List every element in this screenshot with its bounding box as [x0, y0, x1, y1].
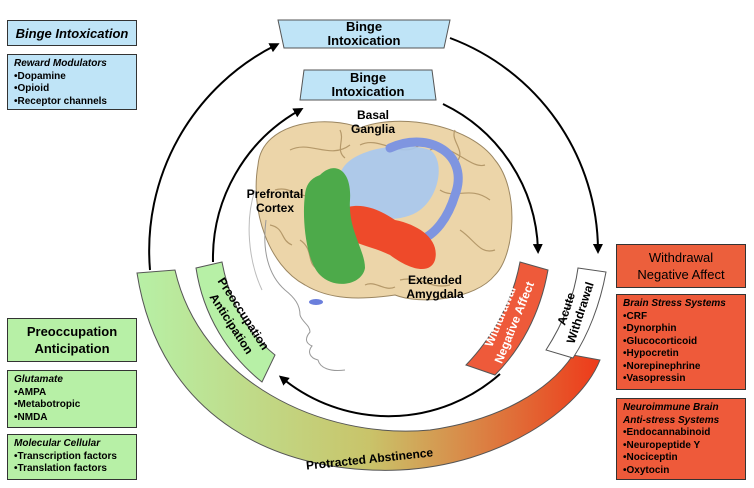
- brain-stress-systems-box: Brain Stress Systems CRF Dynorphin Gluco…: [616, 294, 746, 390]
- list-item: Receptor channels: [14, 96, 130, 109]
- binge-intoxication-title: Binge Intoxication: [15, 25, 129, 41]
- list-item: Metabotropic: [14, 399, 130, 412]
- list-item: Nociceptin: [623, 452, 739, 465]
- brain-stress-systems-header: Brain Stress Systems: [623, 298, 726, 309]
- glutamate-header: Glutamate: [14, 374, 63, 385]
- glutamate-box: Glutamate AMPA Metabotropic NMDA: [7, 370, 137, 428]
- neuroimmune-box: Neuroimmune Brain Anti-stress Systems En…: [616, 398, 746, 480]
- outer-cycle-arrow-right: [449, 37, 603, 254]
- outer-binge-label-1: Binge: [346, 19, 382, 34]
- list-item: Transcription factors: [14, 451, 130, 464]
- extended-amygdala-label-1: Extended: [408, 273, 462, 287]
- inner-binge-label-1: Binge: [350, 70, 386, 85]
- molecular-cellular-header: Molecular Cellular: [14, 438, 101, 449]
- outer-binge-band: [277, 19, 451, 49]
- list-item: Vasopressin: [623, 373, 739, 386]
- inner-binge-band: [299, 69, 437, 101]
- list-item: AMPA: [14, 387, 130, 400]
- inner-cycle-arrow-top: [211, 108, 304, 263]
- list-item: Dopamine: [14, 71, 130, 84]
- reward-modulators-header: Reward Modulators: [14, 58, 107, 69]
- binge-intoxication-title-box: Binge Intoxication: [7, 20, 137, 46]
- withdrawal-negative-affect-title-box: Withdrawal Negative Affect: [616, 244, 746, 288]
- list-item: Opioid: [14, 83, 130, 96]
- withdrawal-title-line2: Negative Affect: [637, 267, 725, 282]
- prefrontal-cortex-label-2: Cortex: [256, 201, 294, 215]
- withdrawal-title-line1: Withdrawal: [648, 250, 714, 265]
- molecular-cellular-box: Molecular Cellular Transcription factors…: [7, 434, 137, 480]
- list-item: Hypocretin: [623, 348, 739, 361]
- extended-amygdala-label-2: Amygdala: [406, 287, 464, 301]
- list-item: NMDA: [14, 412, 130, 425]
- list-item: Glucocorticoid: [623, 336, 739, 349]
- inner-binge-label-2: Intoxication: [332, 84, 405, 99]
- list-item: Endocannabinoid: [623, 427, 739, 440]
- neuroimmune-header-line2: Anti-stress Systems: [623, 414, 720, 426]
- list-item: Oxytocin: [623, 465, 739, 478]
- basal-ganglia-label-2: Ganglia: [351, 122, 395, 136]
- list-item: Neuropeptide Y: [623, 440, 739, 453]
- basal-ganglia-label-1: Basal: [357, 108, 389, 122]
- prefrontal-cortex-label-1: Prefrontal: [247, 187, 304, 201]
- outer-binge-label-2: Intoxication: [328, 33, 401, 48]
- reward-modulators-box: Reward Modulators Dopamine Opioid Recept…: [7, 54, 137, 110]
- inner-cycle-arrow-right: [442, 103, 543, 254]
- preoccupation-title-line2: Anticipation: [34, 341, 110, 356]
- list-item: CRF: [623, 311, 739, 324]
- protracted-abstinence-band: [136, 269, 601, 471]
- preoccupation-title-line1: Preoccupation: [26, 324, 118, 339]
- inner-withdrawal-band: [465, 261, 549, 376]
- preoccupation-anticipation-title-box: Preoccupation Anticipation: [7, 318, 137, 362]
- outer-cycle-arrow-top: [148, 43, 280, 271]
- brain-illustration: [248, 120, 513, 371]
- list-item: Translation factors: [14, 463, 130, 476]
- outer-acute-withdrawal-band: [545, 267, 607, 359]
- inner-cycle-arrow-bottom: [278, 373, 501, 418]
- neuroimmune-header-line1: Neuroimmune Brain: [623, 402, 719, 413]
- list-item: Dynorphin: [623, 323, 739, 336]
- inner-preoccupation-band: [195, 261, 276, 383]
- list-item: Norepinephrine: [623, 361, 739, 374]
